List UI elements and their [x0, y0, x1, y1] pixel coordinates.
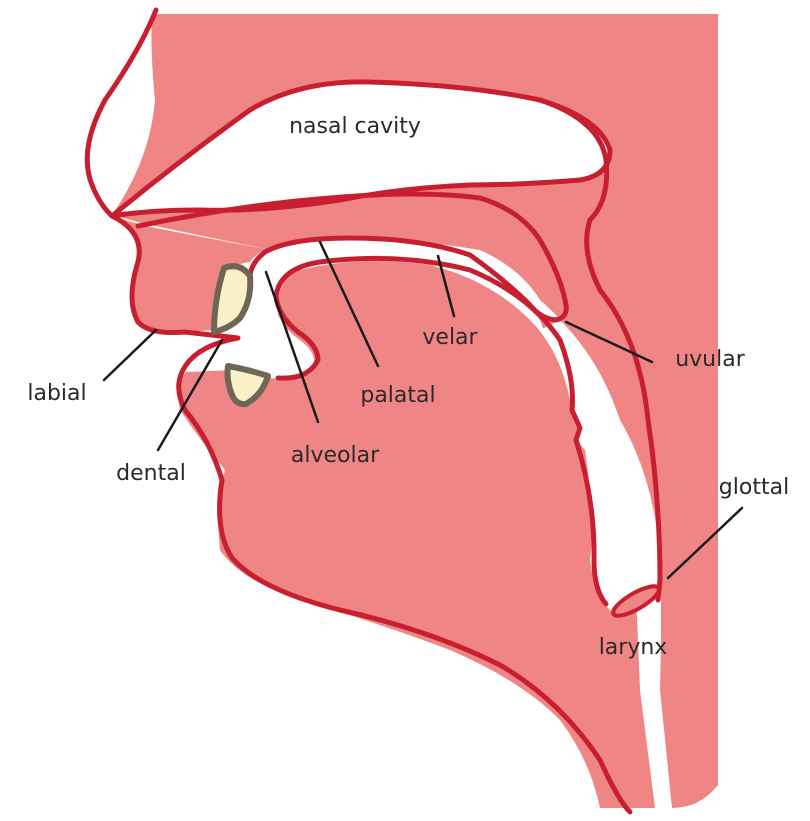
label-palatal: palatal [360, 383, 435, 408]
label-nasal-cavity: nasal cavity [289, 114, 421, 139]
label-larynx: larynx [599, 635, 668, 660]
label-labial: labial [27, 381, 86, 406]
label-alveolar: alveolar [291, 443, 380, 468]
label-glottal: glottal [719, 475, 789, 500]
leader-labial [104, 330, 156, 380]
label-uvular: uvular [675, 347, 746, 372]
label-dental: dental [116, 461, 186, 486]
label-velar: velar [422, 325, 478, 350]
